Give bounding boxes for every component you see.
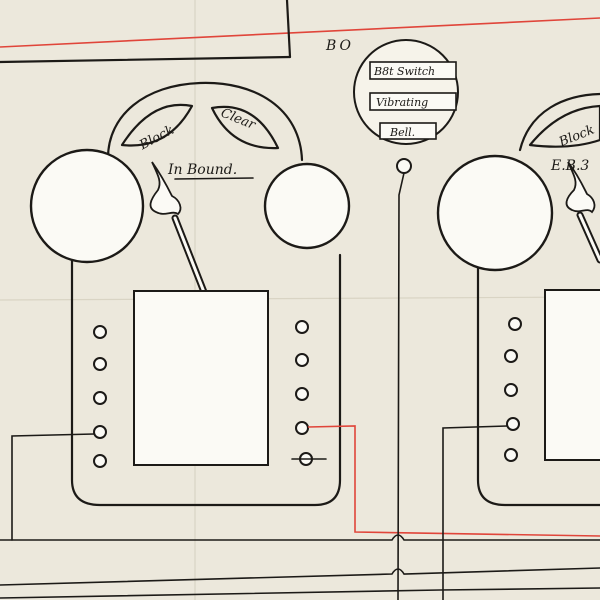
terminal-icon bbox=[93, 391, 107, 405]
terminal-icon bbox=[504, 383, 518, 397]
panel-code: BO bbox=[325, 38, 354, 54]
terminal-icon bbox=[93, 454, 107, 468]
left-block-instrument: Block Clear In Bound. bbox=[11, 81, 351, 541]
top-border-line bbox=[0, 55, 292, 64]
red-border-line bbox=[0, 17, 600, 48]
terminal-icon bbox=[295, 421, 309, 435]
red-wire bbox=[307, 425, 600, 537]
label-plate-vibrating bbox=[369, 92, 457, 111]
instrument-face-rect bbox=[133, 290, 269, 466]
instrument-body-outline bbox=[70, 253, 342, 507]
terminal-icon bbox=[295, 320, 309, 334]
top-border-line bbox=[285, 0, 292, 59]
paper-fold-line bbox=[0, 296, 600, 301]
terminal-icon bbox=[93, 357, 107, 371]
terminal-icon bbox=[508, 317, 522, 331]
wire bbox=[442, 425, 508, 600]
terminal-icon bbox=[506, 417, 520, 431]
instrument-dome-outline bbox=[518, 92, 600, 152]
bell-panel-label-switch: B8t Switch bbox=[373, 65, 435, 78]
wire bbox=[11, 433, 95, 541]
instrument-face-rect bbox=[544, 289, 600, 461]
bell-panel-label-bell: Bell. bbox=[389, 126, 415, 139]
terminal-icon bbox=[295, 387, 309, 401]
semaphore-pointer-icon bbox=[149, 161, 208, 296]
wire bbox=[0, 567, 600, 586]
wire bbox=[0, 534, 600, 541]
window-label-block: Block bbox=[136, 123, 176, 154]
right-block-instrument: Block E.B.3 bbox=[436, 92, 600, 600]
switch-bell-panel: B8t Switch Vibrating Bell. bbox=[353, 39, 459, 600]
indicator-window-left bbox=[120, 103, 194, 147]
terminal-icon bbox=[93, 325, 107, 339]
direction-label-in-bound: In Bound. bbox=[167, 162, 237, 178]
bell-terminal-icon bbox=[396, 158, 412, 174]
right-dial-circle bbox=[263, 162, 351, 250]
terminal-icon bbox=[93, 425, 107, 439]
instrument-dome-outline bbox=[106, 81, 304, 162]
terminal-icon bbox=[295, 353, 309, 367]
left-dial-circle bbox=[436, 154, 554, 272]
wire bbox=[397, 172, 405, 600]
terminal-icon bbox=[504, 448, 518, 462]
indicator-window-left bbox=[528, 104, 600, 148]
label-underline bbox=[174, 177, 254, 180]
label-plate-switch bbox=[369, 61, 457, 80]
left-dial-circle bbox=[29, 148, 145, 264]
bell-panel-label-vibrating: Vibrating bbox=[376, 96, 428, 109]
wire bbox=[0, 587, 600, 599]
instrument-body-outline bbox=[476, 266, 600, 507]
terminal-icon bbox=[504, 349, 518, 363]
indicator-window-right bbox=[210, 105, 280, 150]
label-plate-bell bbox=[379, 122, 437, 140]
semaphore-pointer-icon bbox=[565, 161, 600, 264]
